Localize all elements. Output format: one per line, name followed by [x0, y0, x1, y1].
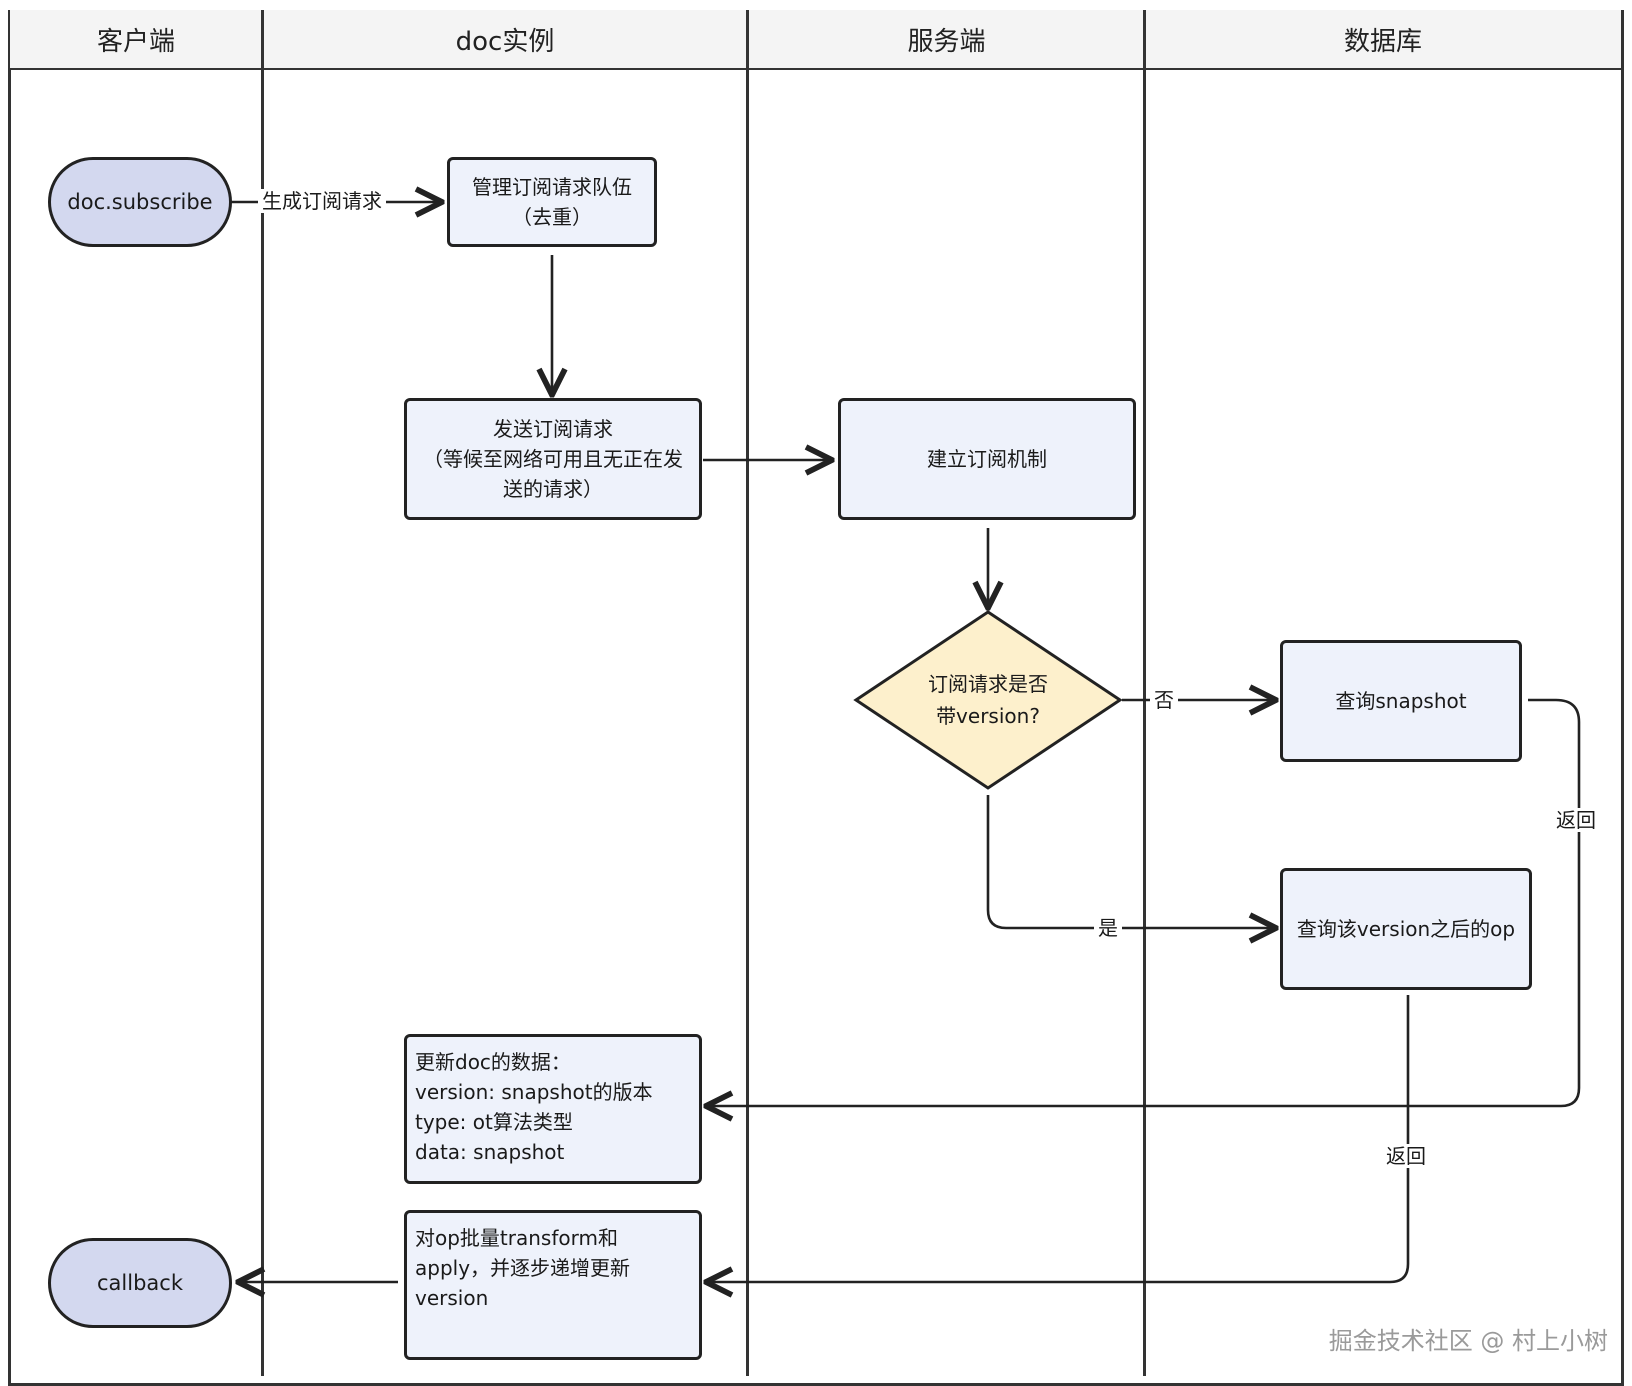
lane-header-server: 服务端 [748, 10, 1145, 70]
lane-header-doc-instance: doc实例 [262, 10, 748, 70]
lane-header-database: 数据库 [1145, 10, 1621, 70]
process-query-ops: 查询该version之后的op [1280, 868, 1532, 990]
lane-header-client: 客户端 [10, 10, 262, 70]
edge-label-no: 否 [1150, 688, 1178, 712]
process-manage-queue: 管理订阅请求队伍 （去重） [447, 157, 657, 247]
edge-label-return-ops: 返回 [1382, 1144, 1430, 1168]
process-establish-subscription: 建立订阅机制 [838, 398, 1136, 520]
process-query-snapshot: 查询snapshot [1280, 640, 1522, 762]
edge-ops-return [706, 995, 1410, 1282]
lane-divider [261, 10, 264, 1376]
decision-diamond [853, 610, 1123, 790]
watermark: 掘金技术社区 @ 村上小树 [1328, 1327, 1608, 1355]
process-transform-apply: 对op批量transform和 apply，并逐步递增更新 version [404, 1210, 702, 1360]
terminal-doc-subscribe: doc.subscribe [48, 157, 232, 247]
edge-label-yes: 是 [1094, 916, 1122, 940]
process-update-doc: 更新doc的数据： version: snapshot的版本 type: ot算… [404, 1034, 702, 1184]
edge-label-return-snapshot: 返回 [1552, 808, 1600, 832]
lane-divider [746, 10, 749, 1376]
edge-label-generate: 生成订阅请求 [258, 189, 386, 213]
terminal-callback: callback [48, 1238, 232, 1328]
decision-text: 订阅请求是否 带version? [928, 672, 1048, 728]
edge-snapshot-return [706, 698, 1581, 1106]
edge-decision-yes [986, 795, 1276, 928]
lane-divider [1143, 10, 1146, 1376]
process-send-request: 发送订阅请求 （等候至网络可用且无正在发 送的请求） [404, 398, 702, 520]
